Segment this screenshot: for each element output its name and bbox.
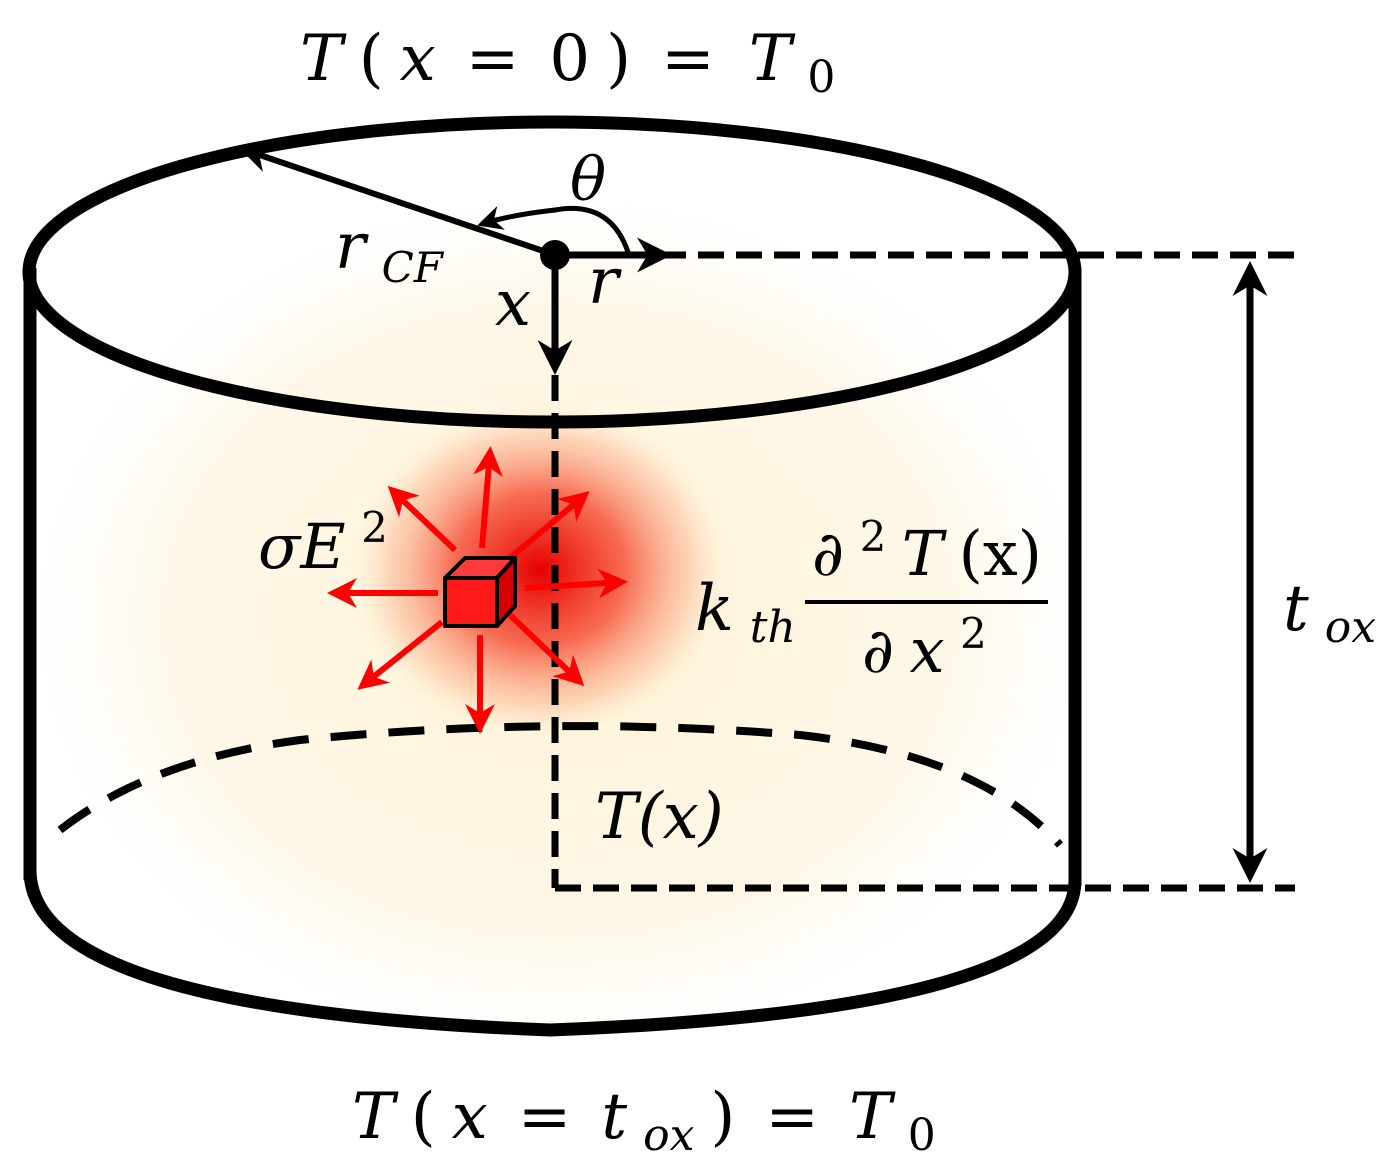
r-cf-label: r CF (335, 210, 445, 292)
hot-spot (350, 400, 730, 740)
x-axis-label: x (495, 267, 531, 341)
joule-heating-label: σE 2 (258, 503, 388, 583)
origin-dot (540, 240, 570, 270)
theta-label: θ (570, 145, 606, 215)
conduction-denominator: ∂ x 2 (862, 609, 987, 687)
temperature-profile-label: T(x) (595, 780, 724, 854)
r-cf-arrow (239, 143, 556, 258)
bottom-ellipse-front (23, 869, 1082, 1037)
cube-front-face (443, 576, 499, 628)
r-axis-label: r (588, 245, 622, 319)
bottom-ellipse-back (57, 722, 1063, 848)
heat-arrow-up-right (508, 491, 590, 561)
cube-side-face (495, 556, 517, 628)
conduction-coefficient: k th (695, 572, 796, 653)
heat-arrow-down-left (357, 619, 444, 690)
heat-arrow-up (473, 446, 503, 549)
heat-flux-arrows (327, 446, 628, 734)
conduction-numerator: ∂ 2 T (x) (812, 497, 1042, 590)
heat-arrow-up-left (387, 485, 458, 553)
heat-arrow-right (524, 568, 628, 599)
bottom-boundary-condition: T ( x = t ox ) = T 0 (352, 1080, 936, 1164)
thickness-label: t ox (1283, 572, 1376, 653)
theta-arc-arrow (477, 205, 631, 253)
top-boundary-condition: T ( x = 0 ) = T 0 (300, 22, 835, 103)
heat-arrow-down-right (507, 612, 585, 687)
cube-icon (443, 556, 517, 628)
